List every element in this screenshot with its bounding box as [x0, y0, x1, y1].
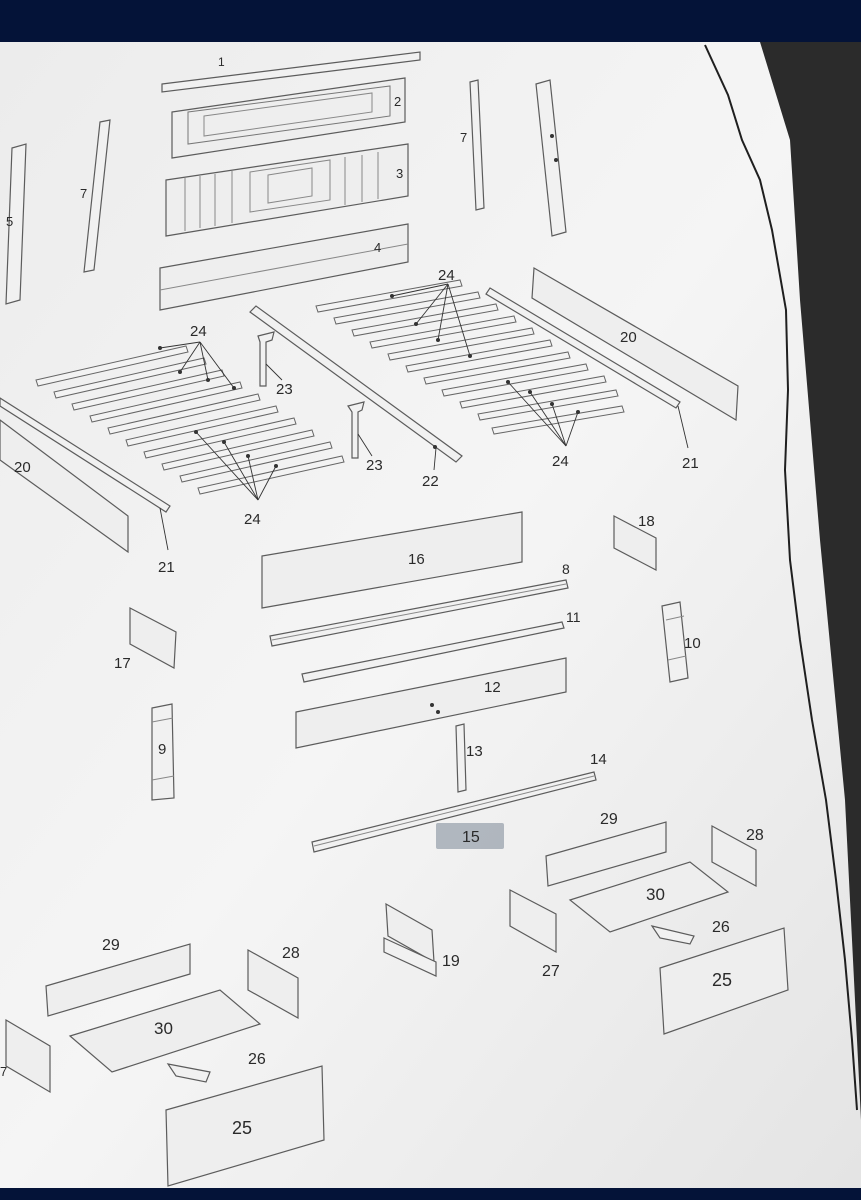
part-12-panel [295, 657, 567, 749]
label-24-left-bottom: 24 [244, 511, 261, 528]
label-15: 15 [462, 829, 480, 846]
label-26-right: 26 [712, 919, 730, 936]
label-1: 1 [218, 55, 225, 69]
part-5-left-post [5, 143, 27, 305]
part-23-leg-a [257, 331, 283, 387]
part-1-top-rail [161, 51, 421, 93]
label-21-right: 21 [682, 455, 699, 472]
label-3: 3 [396, 166, 403, 181]
part-9-post [151, 703, 175, 801]
drawer-left-group [5, 943, 325, 1187]
label-29-left: 29 [102, 937, 120, 954]
part-10-post [661, 601, 689, 683]
label-21-left: 21 [158, 559, 175, 576]
label-28-right: 28 [746, 827, 764, 844]
label-30-left: 30 [154, 1019, 173, 1038]
label-18: 18 [638, 513, 655, 530]
label-10: 10 [684, 635, 701, 652]
part-20-right-side-rail [485, 266, 739, 449]
label-9: 9 [158, 741, 166, 758]
part-19-drawer-slides [383, 902, 437, 977]
label-7-right: 7 [460, 130, 467, 145]
part-23-leg-b [347, 401, 373, 459]
label-27: 27 [542, 963, 560, 980]
part-22-center-rail [249, 305, 463, 471]
left-slat-group [35, 341, 345, 501]
part-20-left-side-rail [0, 397, 171, 554]
label-25-left: 25 [232, 1118, 252, 1138]
label-12: 12 [484, 679, 501, 696]
label-28-left: 28 [282, 945, 300, 962]
part-3-headboard-middle [165, 143, 409, 237]
label-24-left-top: 24 [190, 323, 207, 340]
label-16: 16 [408, 551, 425, 568]
part-2-headboard-upper [171, 77, 406, 159]
label-24-right-bottom: 24 [552, 453, 569, 470]
label-8: 8 [562, 561, 570, 577]
label-22: 22 [422, 473, 439, 490]
part-7-left-post [83, 119, 111, 273]
label-11: 11 [566, 609, 581, 625]
label-7-bottom-left: 7 [0, 1064, 7, 1079]
drawer-right-group [509, 821, 789, 1035]
label-29-right: 29 [600, 811, 618, 828]
right-slat-group [315, 279, 625, 447]
label-30-right: 30 [646, 885, 665, 904]
paper-fold-line [704, 44, 858, 1111]
part-17-small-panel [129, 607, 177, 669]
label-20-right: 20 [620, 329, 637, 346]
part-6-right-tall-post [535, 79, 567, 237]
label-24-right-top: 24 [438, 267, 455, 284]
label-5: 5 [6, 214, 13, 229]
part-7-right-post [469, 79, 485, 211]
bottom-bar [0, 1188, 861, 1200]
part-11-rail [301, 621, 565, 683]
part-18-small-panel [613, 515, 657, 571]
part-8-foot-rail [269, 579, 569, 647]
part-15-highlight [436, 823, 504, 849]
label-23-a: 23 [276, 381, 293, 398]
label-4: 4 [374, 240, 381, 255]
part-4-headboard-bottom [159, 223, 409, 311]
part-16-footboard-panel [261, 511, 523, 609]
part-13-center-post [455, 723, 467, 793]
label-20-left: 20 [14, 459, 31, 476]
label-25-right: 25 [712, 970, 732, 990]
top-bar [0, 0, 861, 42]
label-14: 14 [590, 751, 607, 768]
label-23-b: 23 [366, 457, 383, 474]
label-19: 19 [442, 953, 460, 970]
part-14-bottom-rail [311, 771, 597, 853]
label-26-left: 26 [248, 1051, 266, 1068]
label-2: 2 [394, 94, 401, 109]
label-17: 17 [114, 655, 131, 672]
label-13: 13 [466, 743, 483, 760]
label-7-left: 7 [80, 186, 87, 201]
